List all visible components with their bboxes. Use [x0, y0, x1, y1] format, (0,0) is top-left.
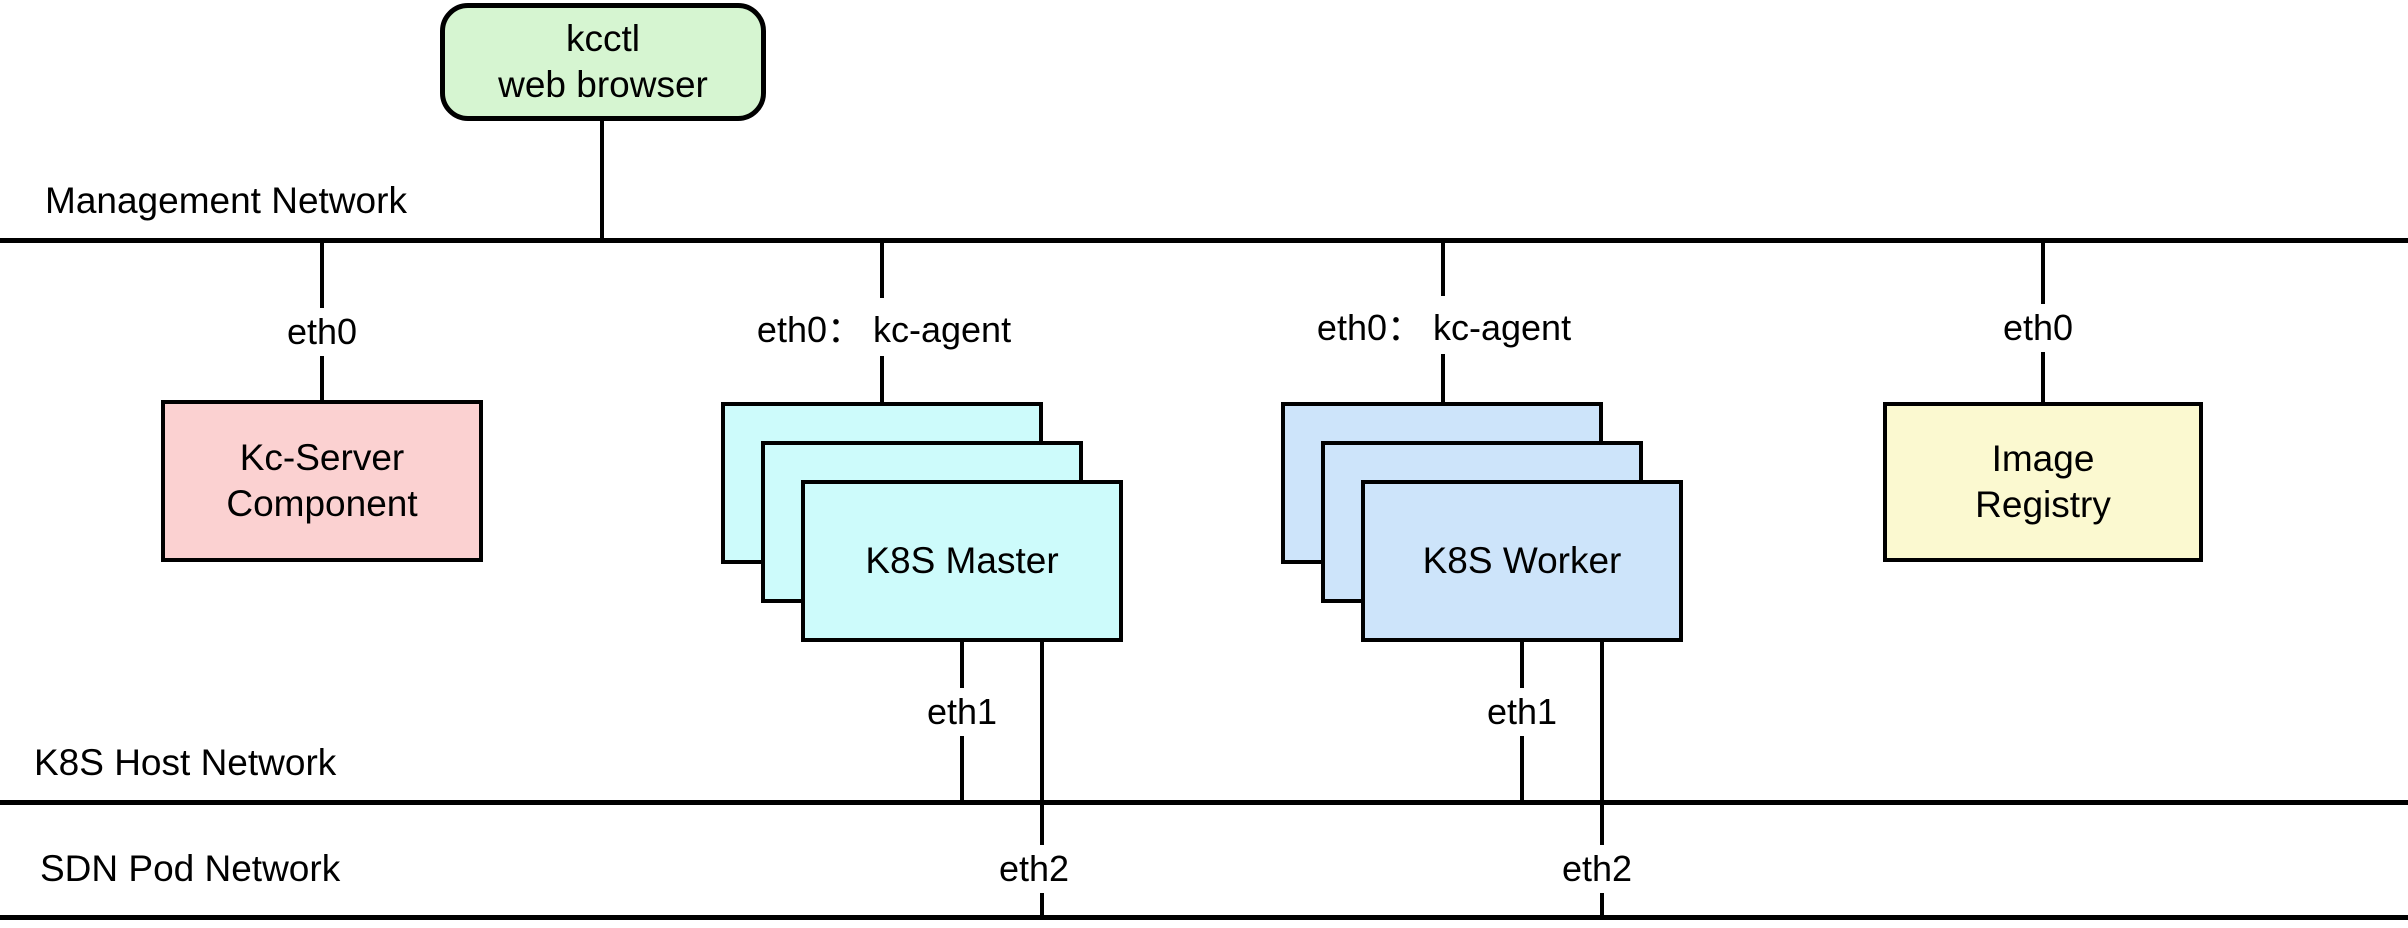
- k8s-master-eth2-connector-line: [1040, 642, 1044, 918]
- image-registry-box: Image Registry: [1883, 402, 2203, 562]
- k8s-master-eth2-label: eth2: [988, 845, 1080, 893]
- kc-server-eth0-label: eth0: [276, 308, 368, 356]
- image-registry-label-line1: Image: [1991, 438, 2095, 480]
- kcctl-web-browser-label-line2: web browser: [498, 64, 708, 105]
- k8s-worker-eth0-kc-agent-label: eth0： kc-agent: [1306, 296, 1582, 354]
- management-network-line: [0, 238, 2408, 243]
- k8s-host-network-label: K8S Host Network: [34, 742, 337, 783]
- k8s-master-eth0-kc-agent-label: eth0： kc-agent: [746, 298, 1022, 356]
- kc-server-label-line1: Kc-Server: [239, 437, 405, 479]
- k8s-worker-label: K8S Worker: [1422, 540, 1622, 582]
- kc-server-component-box: Kc-Server Component: [161, 400, 483, 562]
- image-registry-eth0-label: eth0: [1992, 304, 2084, 352]
- k8s-host-network-line: [0, 800, 2408, 805]
- kc-server-label-line2: Component: [226, 483, 418, 524]
- k8s-master-box: K8S Master: [801, 480, 1123, 642]
- image-registry-label-line2: Registry: [1975, 484, 2111, 525]
- k8s-worker-box: K8S Worker: [1361, 480, 1683, 642]
- k8s-master-label: K8S Master: [865, 540, 1059, 582]
- kcctl-web-browser-label-line1: kcctl: [566, 18, 640, 60]
- management-network-label: Management Network: [45, 180, 407, 221]
- sdn-pod-network-label: SDN Pod Network: [40, 848, 341, 889]
- kcctl-web-browser-box: kcctl web browser: [440, 3, 766, 121]
- k8s-worker-eth1-label: eth1: [1476, 688, 1568, 736]
- k8s-master-eth1-label: eth1: [916, 688, 1008, 736]
- k8s-worker-eth2-connector-line: [1600, 642, 1604, 918]
- sdn-pod-network-line: [0, 915, 2408, 920]
- k8s-worker-eth2-label: eth2: [1551, 845, 1643, 893]
- kcctl-to-management-connector-line: [600, 118, 604, 242]
